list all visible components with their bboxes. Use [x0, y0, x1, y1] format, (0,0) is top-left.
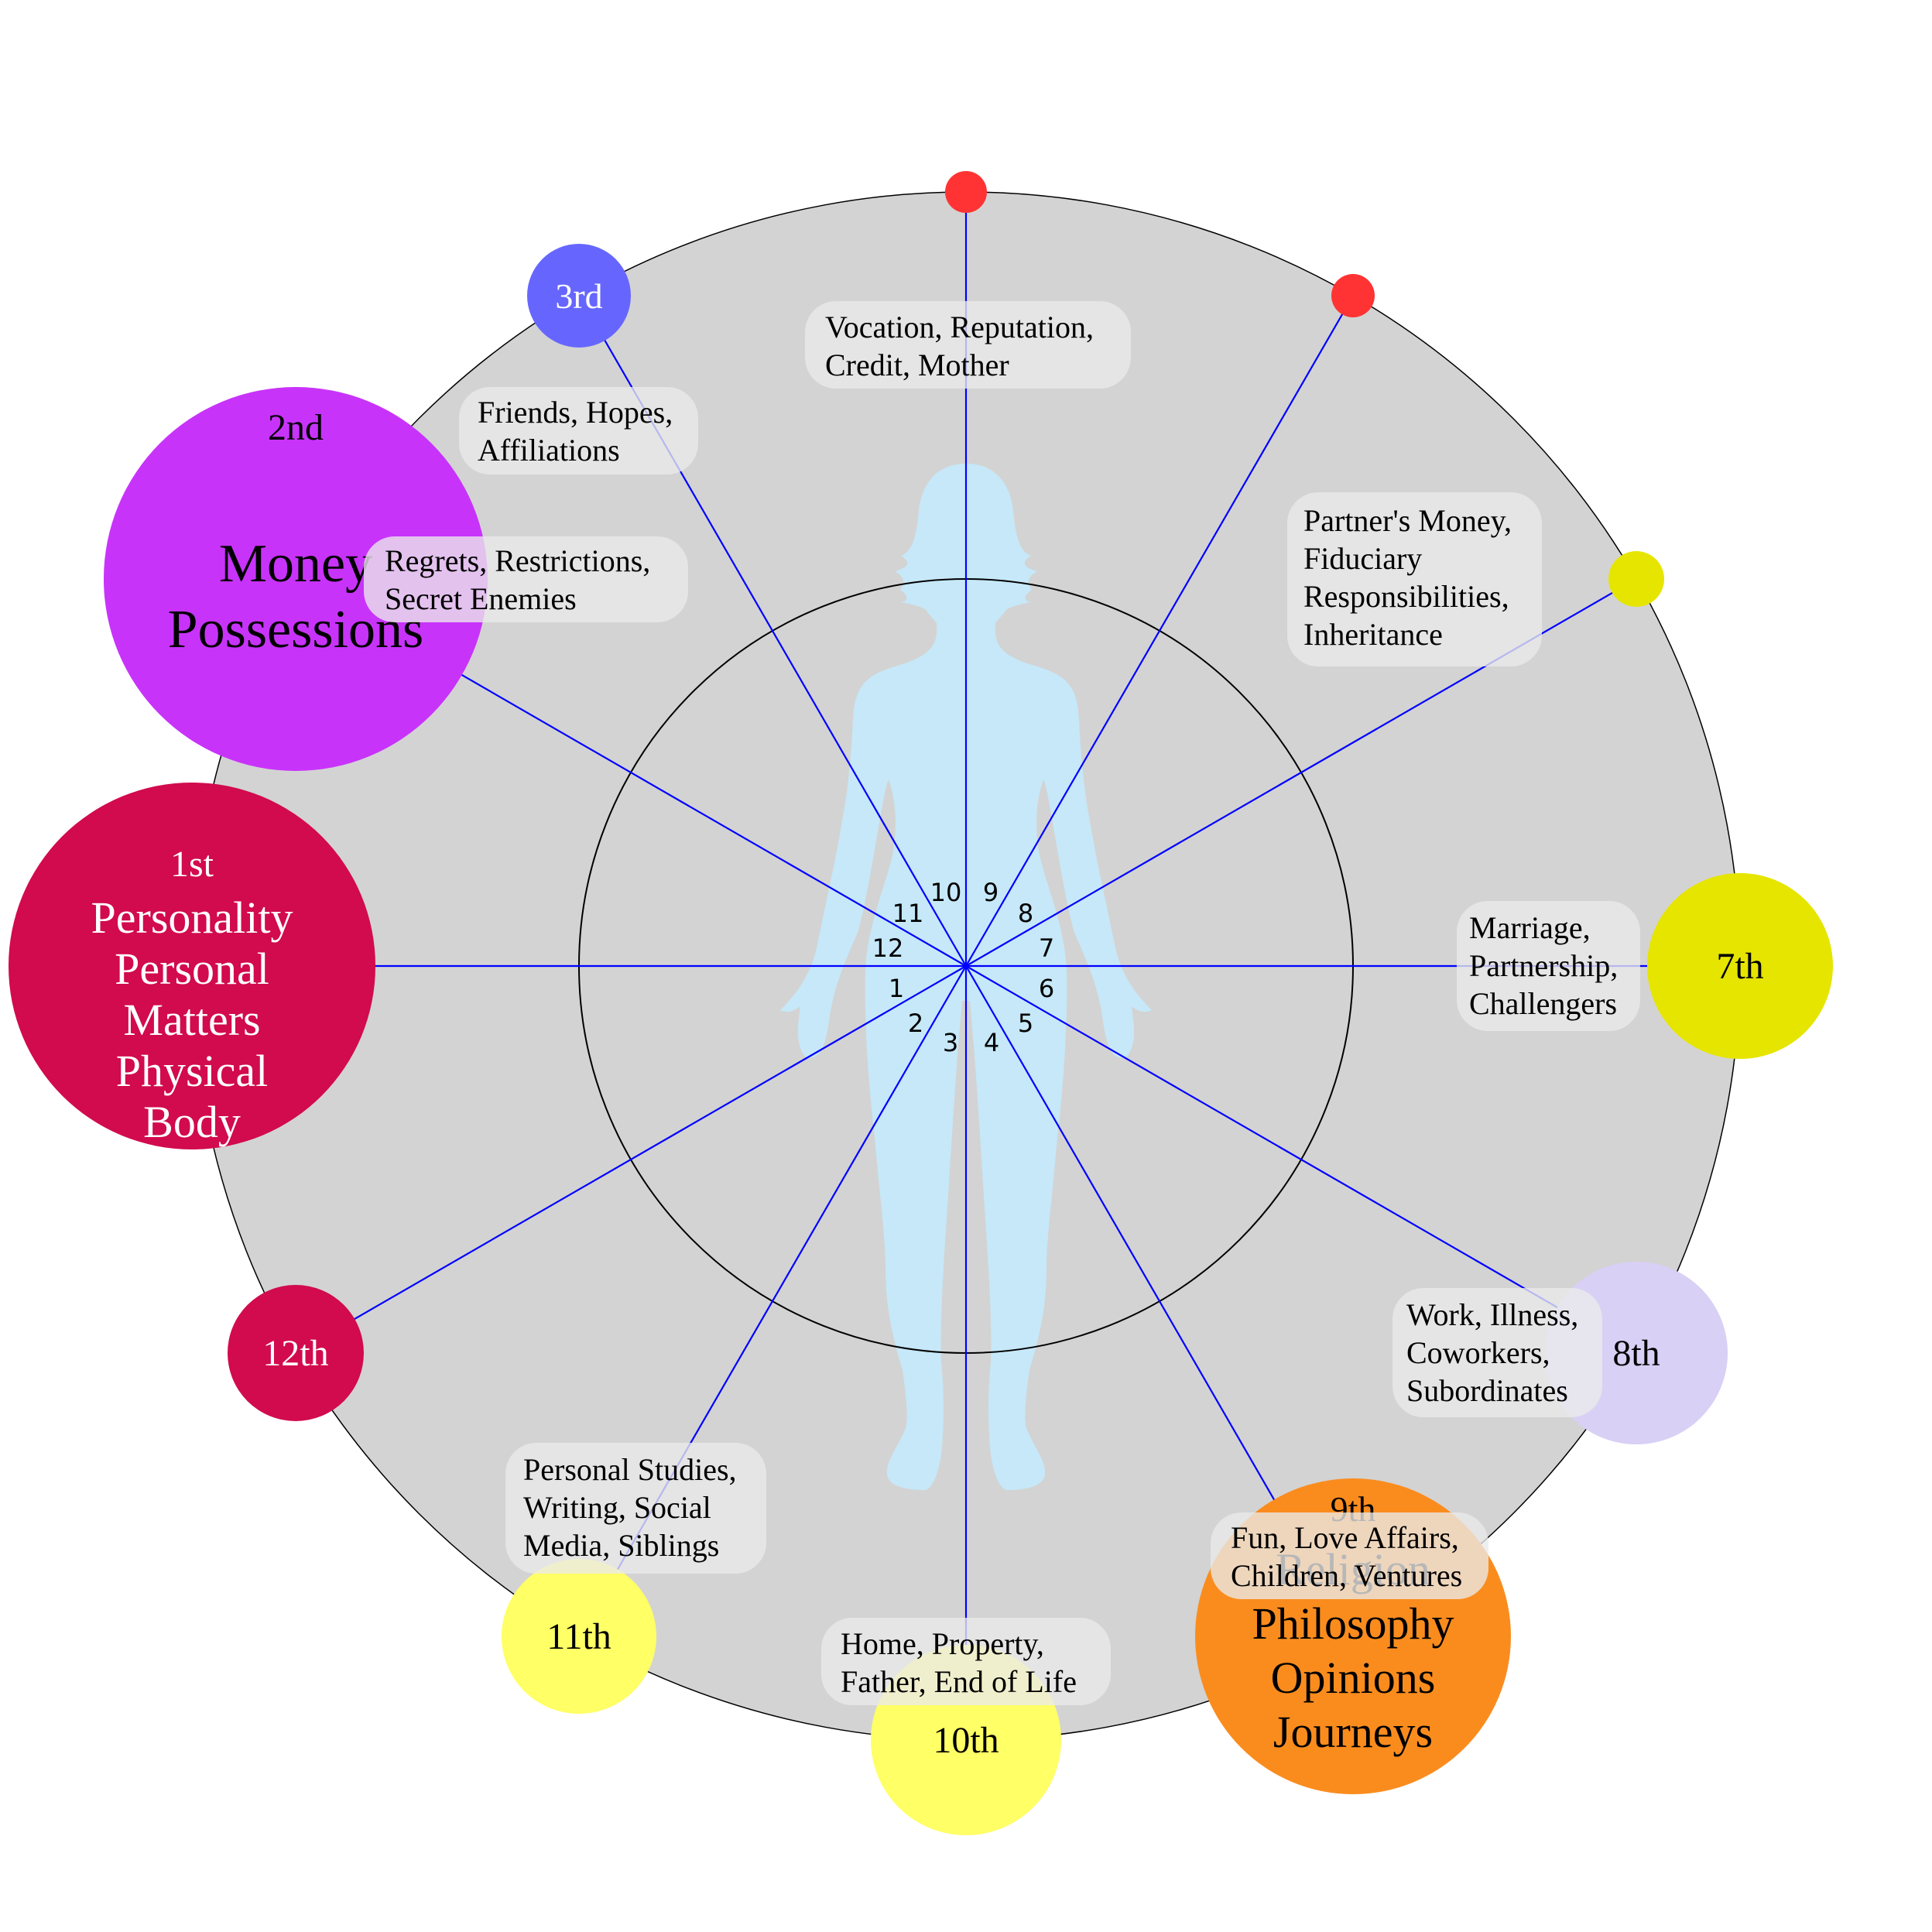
house-circle-7[interactable] — [1647, 873, 1833, 1059]
house-ordinal-3: 3rd — [555, 276, 602, 316]
house-bubble-1[interactable]: 1stPersonalityPersonalMattersPhysicalBod… — [9, 783, 375, 1149]
house-description-12: Regrets, Restrictions,Secret Enemies — [364, 536, 688, 622]
house-description-6: Work, Illness,Coworkers,Subordinates — [1392, 1288, 1602, 1417]
center-number-4: 4 — [984, 1028, 999, 1057]
spoke-house-12 — [295, 965, 967, 1354]
description-line: Home, Property, — [841, 1626, 1044, 1661]
house-ordinal-10: 10th — [933, 1720, 999, 1761]
description-line: Vocation, Reputation, — [825, 310, 1094, 344]
house-description-5: Fun, Love Affairs,Children, Ventures — [1211, 1512, 1488, 1599]
house-keyword: Money — [219, 534, 372, 594]
description-line: Writing, Social — [523, 1490, 711, 1525]
description-line: Regrets, Restrictions, — [385, 543, 650, 578]
house-ordinal-12: 12th — [262, 1333, 328, 1374]
center-number-2: 2 — [908, 1009, 923, 1038]
house-ordinal-2: 2nd — [268, 407, 324, 448]
description-line: Responsibilities, — [1303, 579, 1509, 614]
description-box — [459, 387, 698, 474]
description-line: Media, Siblings — [523, 1528, 719, 1563]
description-box — [505, 1443, 766, 1574]
house-keyword: Personal — [115, 944, 269, 994]
description-line: Fiduciary — [1303, 541, 1422, 576]
description-line: Challengers — [1469, 986, 1617, 1021]
house-ordinal-8: 8th — [1612, 1333, 1660, 1374]
center-number-6: 6 — [1039, 974, 1054, 1003]
house-circle-11[interactable] — [502, 1559, 656, 1714]
description-box — [364, 536, 688, 622]
description-line: Fun, Love Affairs, — [1231, 1520, 1459, 1555]
center-number-8: 8 — [1018, 899, 1033, 928]
house-keyword: Journeys — [1273, 1707, 1433, 1757]
description-line: Friends, Hopes, — [478, 395, 673, 430]
house-ordinal-11: 11th — [546, 1616, 611, 1657]
center-number-1: 1 — [889, 974, 904, 1003]
description-line: Secret Enemies — [385, 581, 577, 616]
center-number-5: 5 — [1018, 1009, 1033, 1038]
description-box — [1211, 1512, 1488, 1599]
center-number-9: 9 — [983, 878, 999, 907]
description-line: Children, Ventures — [1231, 1558, 1462, 1593]
house-keyword: Matters — [123, 995, 260, 1045]
description-line: Work, Illness, — [1406, 1297, 1578, 1332]
house-bubble-11[interactable]: 11th — [502, 1559, 656, 1714]
description-line: Affiliations — [478, 433, 620, 468]
description-line: Inheritance — [1303, 617, 1443, 652]
house-keyword: Philosophy — [1252, 1598, 1454, 1649]
house-bubble-12[interactable]: 12th — [227, 1285, 364, 1421]
center-number-10: 10 — [930, 878, 962, 907]
description-box — [821, 1618, 1111, 1705]
house-circle-1[interactable] — [9, 783, 375, 1149]
spoke-house-5 — [965, 295, 1354, 967]
house-keyword: Physical — [116, 1046, 269, 1096]
house-keyword: Body — [143, 1097, 241, 1147]
house-keyword: Opinions — [1271, 1653, 1436, 1703]
house-circle-12[interactable] — [227, 1285, 364, 1421]
description-line: Partnership, — [1469, 948, 1618, 983]
description-box — [805, 301, 1131, 389]
house-bubble-7[interactable]: 7th — [1647, 873, 1833, 1059]
description-box — [1457, 901, 1640, 1031]
house-description-11: Friends, Hopes,Affiliations — [459, 387, 698, 474]
description-box — [1392, 1288, 1602, 1417]
house-bubble-3[interactable]: 3rd — [527, 243, 631, 348]
house-description-10: Vocation, Reputation, Credit, Mother — [805, 301, 1131, 389]
description-line: Coworkers, — [1406, 1335, 1550, 1370]
house-circle-4[interactable] — [945, 171, 987, 213]
center-number-12: 12 — [872, 933, 904, 963]
house-keyword: Personality — [91, 892, 293, 943]
house-circle-6[interactable] — [1608, 551, 1665, 607]
description-line: Partner's Money, — [1303, 503, 1512, 538]
description-line: Subordinates — [1406, 1373, 1568, 1408]
house-description-8: Partner's Money,FiduciaryResponsibilitie… — [1287, 492, 1542, 666]
description-line: Father, End of Life — [841, 1664, 1077, 1699]
house-circle-5[interactable] — [1331, 273, 1375, 317]
house-ordinal-7: 7th — [1716, 946, 1763, 987]
house-description-7: Marriage,Partnership,Challengers — [1457, 901, 1640, 1031]
house-description-4: Home, Property,Father, End of Life — [821, 1618, 1111, 1705]
house-circle-3[interactable] — [527, 243, 631, 348]
description-line: Marriage, — [1469, 910, 1591, 945]
house-circle-2[interactable] — [103, 387, 488, 771]
center-number-3: 3 — [943, 1028, 958, 1057]
house-ordinal-1: 1st — [170, 844, 214, 885]
description-line: Credit, Mother — [825, 348, 1009, 382]
description-box — [1287, 492, 1542, 666]
description-line: Personal Studies, — [523, 1452, 737, 1487]
center-number-7: 7 — [1039, 933, 1054, 963]
center-number-11: 11 — [892, 899, 924, 928]
